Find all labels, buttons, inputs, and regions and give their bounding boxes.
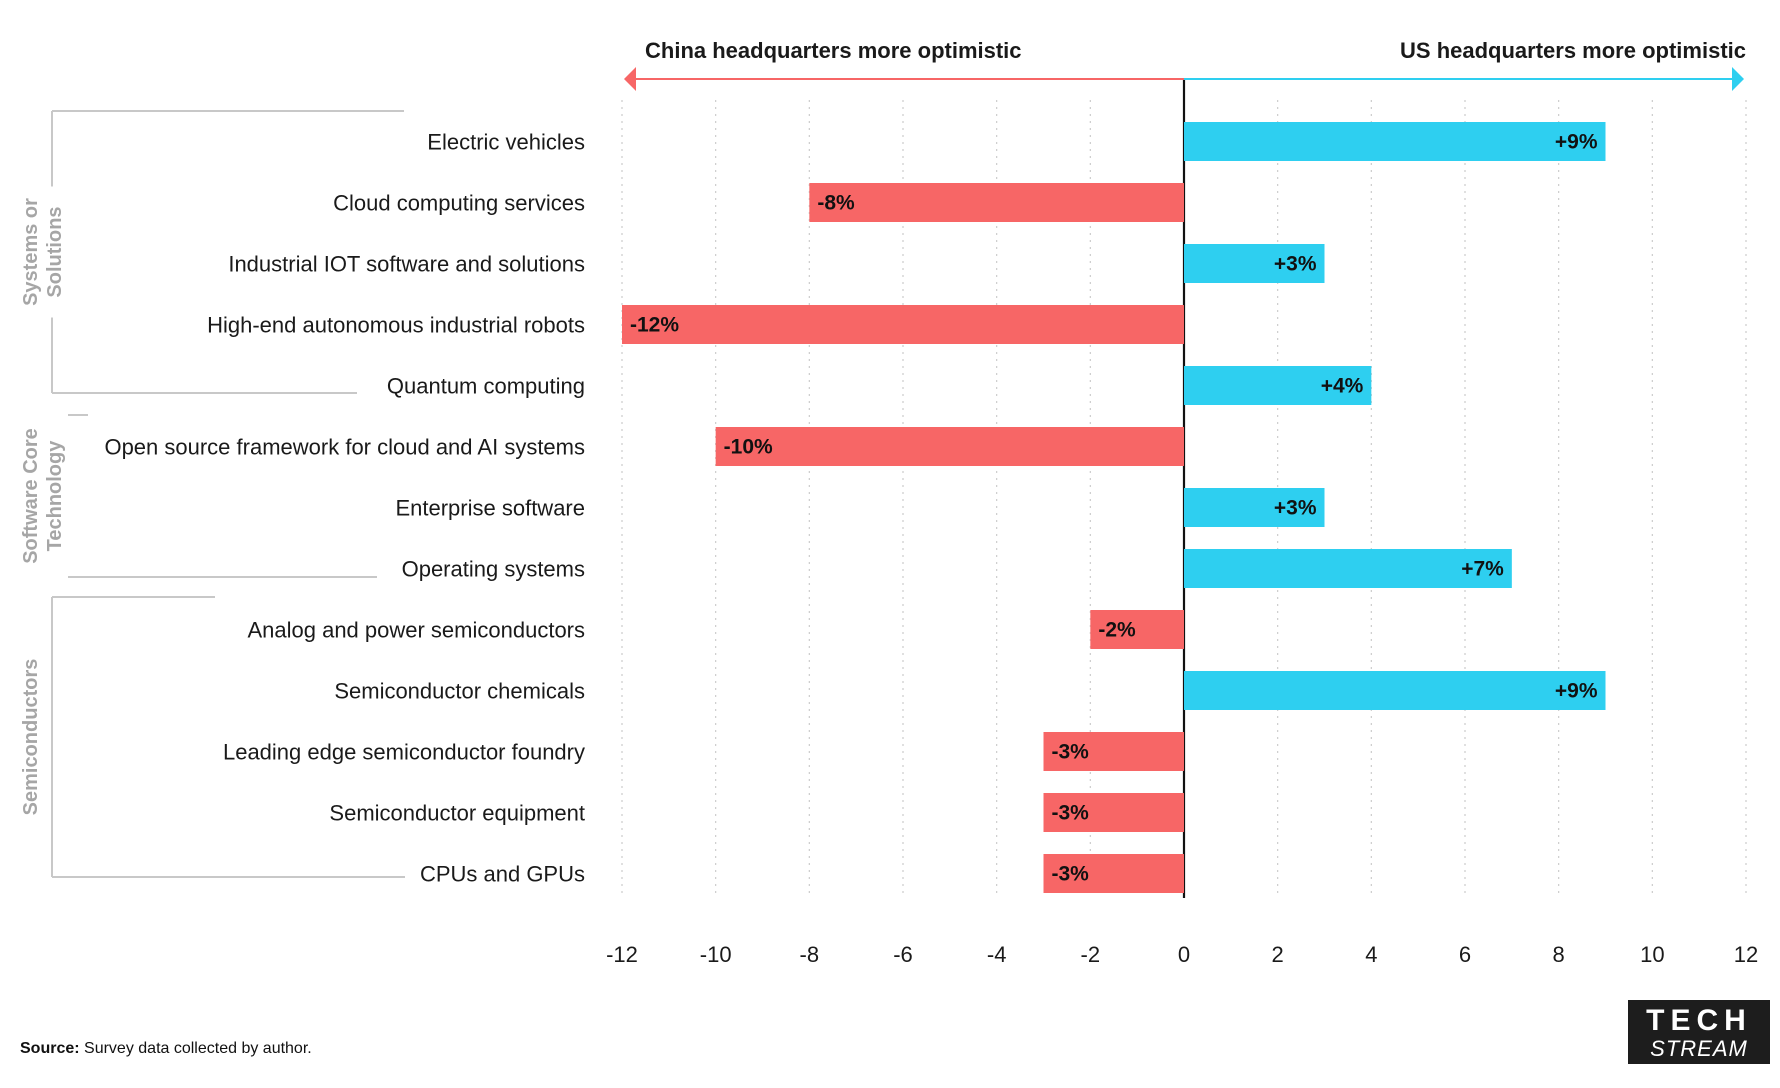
group-label: Technology: [44, 440, 66, 552]
x-tick-label: 4: [1365, 942, 1377, 967]
bar-data-label: +3%: [1274, 253, 1317, 276]
category-label: Enterprise software: [395, 496, 585, 521]
x-tick-label: -6: [893, 942, 913, 967]
logo-line-2: STREAM: [1650, 1036, 1748, 1061]
source-text: Survey data collected by author.: [79, 1040, 312, 1057]
group-label: Systems or: [20, 198, 42, 306]
category-label: High-end autonomous industrial robots: [207, 313, 585, 338]
bar: [1184, 671, 1606, 710]
group-label: Semiconductors: [20, 659, 42, 816]
bar-data-label: -10%: [724, 436, 773, 459]
group-label-bg: [16, 413, 68, 579]
category-label: Semiconductor equipment: [329, 801, 585, 826]
category-label: Operating systems: [402, 557, 585, 582]
x-tick-label: 8: [1553, 942, 1565, 967]
techstream-logo: TECH STREAM: [1628, 1000, 1770, 1064]
bar-data-label: +9%: [1555, 680, 1598, 703]
source-note: Source: Survey data collected by author.: [20, 1040, 312, 1058]
x-tick-label: 12: [1734, 942, 1758, 967]
category-label: Semiconductor chemicals: [334, 679, 585, 704]
bar-data-label: -2%: [1098, 619, 1136, 642]
bar-data-label: -12%: [630, 314, 679, 337]
logo-line-1: TECH: [1646, 1004, 1752, 1037]
china-arrow-head: [624, 67, 636, 91]
bar-data-label: +7%: [1461, 558, 1504, 581]
category-label: Quantum computing: [387, 374, 585, 399]
x-tick-label: 10: [1640, 942, 1664, 967]
bar: [1043, 793, 1184, 832]
bar: [622, 305, 1184, 344]
bar: [1184, 366, 1372, 405]
x-tick-label: -4: [987, 942, 1007, 967]
bar-data-label: +9%: [1555, 131, 1598, 154]
category-label: Analog and power semiconductors: [247, 618, 585, 643]
category-label: Open source framework for cloud and AI s…: [104, 435, 585, 460]
category-label: Cloud computing services: [333, 191, 585, 216]
bar-data-label: -3%: [1052, 802, 1090, 825]
bar: [1184, 244, 1325, 283]
group-label-bg: [16, 648, 44, 826]
bar-data-label: -3%: [1052, 741, 1090, 764]
x-tick-label: -12: [606, 942, 638, 967]
x-tick-label: -2: [1081, 942, 1101, 967]
x-tick-label: 0: [1178, 942, 1190, 967]
bar: [809, 183, 1184, 222]
category-label: Electric vehicles: [427, 130, 585, 155]
bar-data-label: -3%: [1052, 863, 1090, 886]
x-tick-label: -10: [700, 942, 732, 967]
source-label: Source:: [20, 1040, 80, 1057]
category-label: Industrial IOT software and solutions: [228, 252, 585, 277]
group-label: Software Core: [20, 428, 42, 564]
bar: [1184, 122, 1606, 161]
china-direction-label: China headquarters more optimistic: [645, 38, 1022, 63]
x-tick-label: 2: [1272, 942, 1284, 967]
bar: [715, 427, 1184, 466]
bar: [1090, 610, 1184, 649]
bar-data-label: +3%: [1274, 497, 1317, 520]
category-label: Leading edge semiconductor foundry: [223, 740, 585, 765]
x-tick-label: -8: [800, 942, 820, 967]
bar: [1184, 549, 1512, 588]
us-arrow-head: [1732, 67, 1744, 91]
bar-data-label: +4%: [1321, 375, 1364, 398]
bar: [1043, 732, 1184, 771]
group-label-bg: [16, 186, 68, 318]
bar-data-label: -8%: [817, 192, 855, 215]
group-label: Solutions: [44, 206, 66, 297]
category-label: CPUs and GPUs: [420, 862, 585, 887]
us-direction-label: US headquarters more optimistic: [1400, 38, 1746, 63]
x-tick-label: 6: [1459, 942, 1471, 967]
bar: [1184, 488, 1325, 527]
bar: [1043, 854, 1184, 893]
